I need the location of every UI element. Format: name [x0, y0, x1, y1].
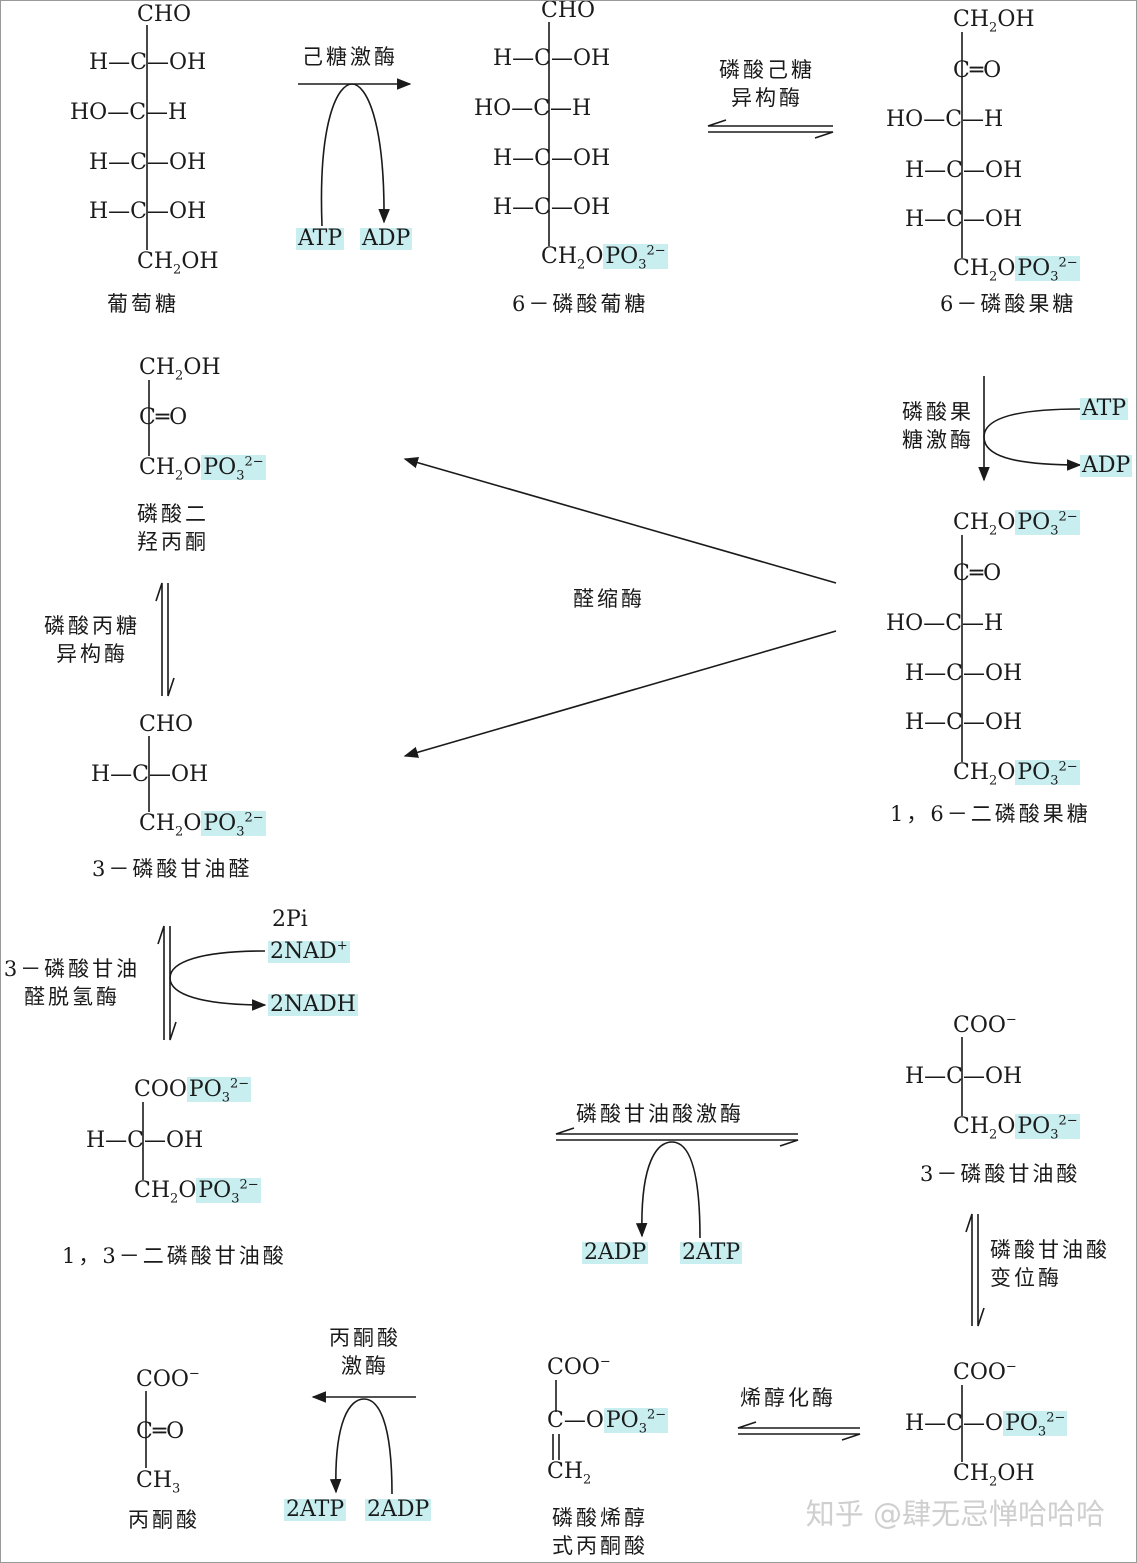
- pep-row-3: CH2: [547, 1459, 592, 1488]
- phi-arrow-left: [707, 119, 833, 127]
- pfk-label: 磷酸果糖激酶: [902, 400, 974, 453]
- fbp-row-6: CH2OPO32−: [953, 759, 1080, 789]
- enolase-arrow-right: [738, 1433, 861, 1441]
- pep-row-1: COO−: [547, 1354, 611, 1380]
- gapdh-arrow-down: [169, 926, 177, 1041]
- pi-label: 2Pi: [272, 907, 308, 932]
- aldolase-arrow-g3p: [403, 630, 837, 758]
- pep-name: 磷酸烯醇式丙酮酸: [552, 1506, 648, 1559]
- atp-adp-curve: [320, 83, 390, 227]
- f6p-row-2: C═O: [953, 58, 1002, 83]
- pk-label: 丙酮酸激酶: [329, 1326, 401, 1379]
- fbp-row-4: H—C—OH: [905, 661, 1023, 686]
- g6p-row-4: H—C—OH: [493, 146, 611, 171]
- adp-label: ADP: [360, 226, 413, 251]
- tpi-arrow-down: [167, 583, 175, 697]
- f6p-name: 6－磷酸果糖: [940, 292, 1077, 316]
- atp-label: ATP: [296, 226, 345, 251]
- g3p-row-3: CH2OPO32−: [139, 810, 266, 840]
- pgk-adp-label: 2ADP: [582, 1240, 649, 1265]
- g6p-row-5: H—C—OH: [493, 195, 611, 220]
- pk-atp-label: 2ATP: [284, 1497, 347, 1522]
- f6p-row-4: H—C—OH: [905, 158, 1023, 183]
- pgm-label: 磷酸甘油酸变位酶: [990, 1238, 1110, 1291]
- dhap-row-1: CH2OH: [139, 355, 221, 384]
- pg3-row-1: COO−: [953, 1012, 1017, 1038]
- f6p-row-1: CH2OH: [953, 7, 1035, 36]
- aldolase-label: 醛缩酶: [573, 587, 645, 611]
- glucose-row-3: HO—C—H: [70, 100, 188, 125]
- gapdh-nad-curve: [169, 950, 267, 1011]
- pk-atp-curve: [329, 1398, 393, 1495]
- g6p-row-2: H—C—OH: [493, 46, 611, 71]
- pg2-row-3: CH2OH: [953, 1461, 1035, 1490]
- pfk-atp-curve: [983, 408, 1082, 471]
- tpi-label: 磷酸丙糖异构酶: [44, 614, 140, 667]
- dhap-row-3: CH2OPO32−: [139, 454, 266, 484]
- pyruvate-row-1: COO−: [136, 1366, 200, 1392]
- bpg-row-1: COOPO32−: [134, 1076, 252, 1106]
- pyruvate-row-2: C═O: [136, 1419, 185, 1444]
- pgk-arrow-right: [556, 1139, 799, 1147]
- g3p-row-1: CHO: [139, 712, 194, 737]
- g6p-row-3: HO—C—H: [474, 96, 592, 121]
- pg3-name: 3－磷酸甘油酸: [920, 1162, 1081, 1186]
- g3p-row-2: H—C—OH: [91, 762, 209, 787]
- dhap-name: 磷酸二羟丙酮: [137, 502, 209, 555]
- pgm-arrow-down: [977, 1214, 985, 1327]
- pyruvate-row-3: CH3: [136, 1468, 181, 1497]
- fbp-row-1: CH2OPO32−: [953, 509, 1080, 539]
- nadh-label: 2NADH: [268, 992, 358, 1017]
- g6p-row-6: CH2OPO32−: [541, 243, 668, 273]
- f6p-row-3: HO—C—H: [886, 107, 1004, 132]
- fbp-row-2: C═O: [953, 561, 1002, 586]
- fbp-row-3: HO—C—H: [886, 611, 1004, 636]
- fbp-row-5: H—C—OH: [905, 710, 1023, 735]
- pep-row-2: C—OPO32−: [547, 1407, 669, 1437]
- g3p-name: 3－磷酸甘油醛: [92, 857, 253, 881]
- pg2-row-2: H—C—OPO32−: [905, 1410, 1068, 1440]
- gapdh-arrow-up: [157, 925, 165, 1040]
- pgk-arrow-left: [555, 1127, 798, 1135]
- pgk-label: 磷酸甘油酸激酶: [576, 1102, 744, 1126]
- glucose-row-4: H—C—OH: [89, 150, 207, 175]
- pyruvate-name: 丙酮酸: [128, 1508, 200, 1532]
- phi-arrow-right: [708, 131, 834, 139]
- bpg-name: 1，3－二磷酸甘油酸: [62, 1244, 287, 1268]
- tpi-arrow-up: [155, 582, 163, 696]
- dhap-row-2: C═O: [139, 405, 188, 430]
- pfk-atp-label: ATP: [1080, 396, 1129, 421]
- pk-adp-label: 2ADP: [365, 1497, 432, 1522]
- glucose-row-2: H—C—OH: [89, 50, 207, 75]
- fbp-name: 1，6－二磷酸果糖: [890, 802, 1091, 826]
- nad-label: 2NAD+: [268, 938, 350, 964]
- gapdh-label: 3－磷酸甘油醛脱氢酶: [3, 957, 141, 1010]
- phi-label: 磷酸己糖异构酶: [719, 58, 815, 111]
- glucose-row-5: H—C—OH: [89, 199, 207, 224]
- f6p-row-5: H—C—OH: [905, 207, 1023, 232]
- pgm-arrow-up: [965, 1213, 973, 1326]
- g6p-row-1: CHO: [541, 0, 596, 23]
- bpg-row-3: CH2OPO32−: [134, 1177, 261, 1207]
- pgk-atp-label: 2ATP: [680, 1240, 743, 1265]
- enolase-label: 烯醇化酶: [740, 1386, 836, 1410]
- bpg-row-2: H—C—OH: [86, 1128, 204, 1153]
- f6p-row-6: CH2OPO32−: [953, 255, 1080, 285]
- hexokinase-label: 己糖激酶: [302, 45, 398, 69]
- aldolase-arrow-dhap: [403, 457, 837, 584]
- glucose-row-1: CHO: [137, 2, 192, 27]
- pgk-atp-curve: [635, 1141, 701, 1239]
- glucose-name: 葡萄糖: [107, 292, 179, 316]
- glucose-row-6: CH2OH: [137, 249, 219, 278]
- pg3-row-3: CH2OPO32−: [953, 1113, 1080, 1143]
- pfk-adp-label: ADP: [1080, 453, 1133, 478]
- pg2-row-1: COO−: [953, 1359, 1017, 1385]
- g6p-name: 6－磷酸葡糖: [512, 292, 649, 316]
- pg3-row-2: H—C—OH: [905, 1064, 1023, 1089]
- enolase-arrow-left: [737, 1421, 860, 1429]
- watermark: 知乎 @肆无忌惮哈哈哈: [805, 1497, 1105, 1531]
